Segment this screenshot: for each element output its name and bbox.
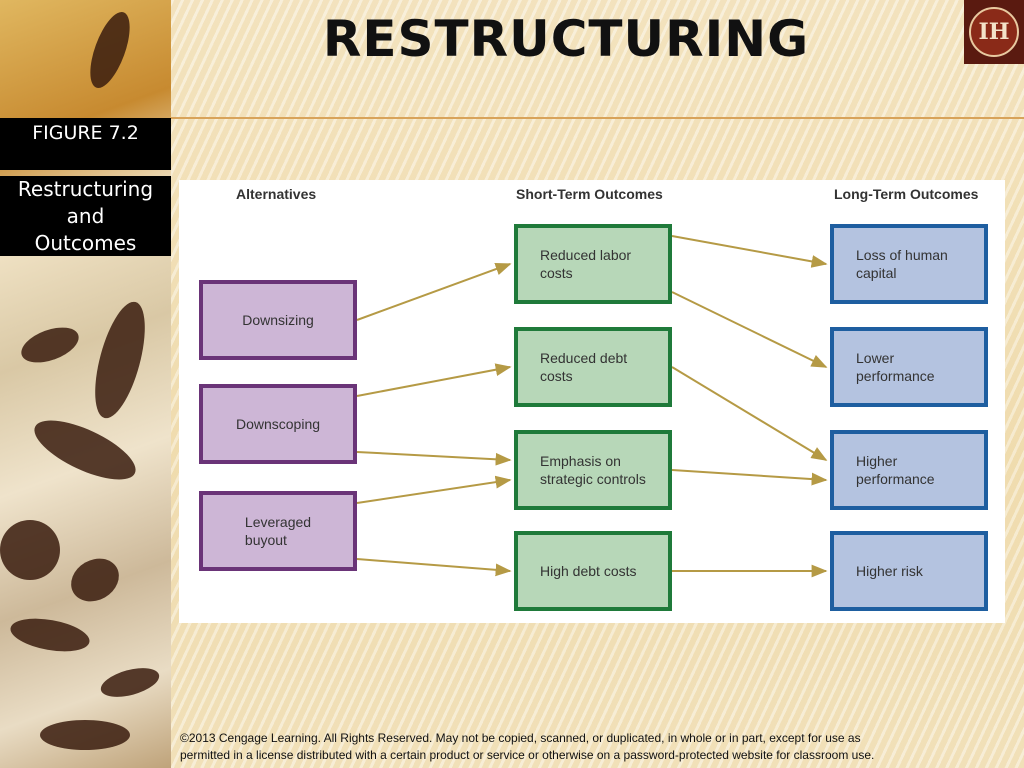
- restructuring-diagram: Alternatives Short-Term Outcomes Long-Te…: [179, 180, 1005, 623]
- node-downscoping: Downscoping: [199, 384, 357, 464]
- subtitle-line-3: Outcomes: [34, 231, 137, 255]
- arrow-lbo-to-highdebt: [356, 558, 512, 577]
- arrow-labor-to-loss: [671, 235, 828, 268]
- node-higher-risk: Higher risk: [830, 531, 988, 611]
- figure-subtitle-box: Restructuring and Outcomes: [0, 176, 171, 256]
- arrow-labor-to-lower: [671, 291, 828, 368]
- figure-label-box: FIGURE 7.2: [0, 118, 171, 170]
- copyright-footer: ©2013 Cengage Learning. All Rights Reser…: [180, 730, 1020, 764]
- publisher-logo: IH: [964, 0, 1024, 64]
- node-downsizing: Downsizing: [199, 280, 357, 360]
- header-alternatives: Alternatives: [236, 186, 317, 202]
- subtitle-line-2: and: [66, 204, 105, 228]
- subtitle-line-1: Restructuring: [17, 177, 154, 201]
- node-high-debt-costs: High debt costs: [514, 531, 672, 611]
- decorative-side-image: [0, 0, 171, 768]
- arrow-lbo-to-controls: [356, 475, 512, 504]
- arrow-layer: [356, 235, 828, 578]
- arrow-downscoping-to-debt: [356, 363, 512, 397]
- logo-emblem: IH: [969, 7, 1019, 57]
- footer-line-2: permitted in a license distributed with …: [180, 748, 875, 762]
- figure-label: FIGURE 7.2: [32, 122, 139, 144]
- arrow-downsizing-to-labor: [356, 262, 512, 321]
- header-long-term: Long-Term Outcomes: [834, 186, 979, 202]
- arrow-downscoping-to-controls: [356, 451, 512, 466]
- slide-title: RESTRUCTURING: [322, 10, 810, 68]
- header-short-term: Short-Term Outcomes: [516, 186, 663, 202]
- header-divider: [171, 117, 1024, 119]
- arrow-debt-to-higherperf: [671, 366, 828, 461]
- arrow-controls-to-higherperf: [671, 469, 828, 486]
- footer-line-1: ©2013 Cengage Learning. All Rights Reser…: [180, 731, 861, 745]
